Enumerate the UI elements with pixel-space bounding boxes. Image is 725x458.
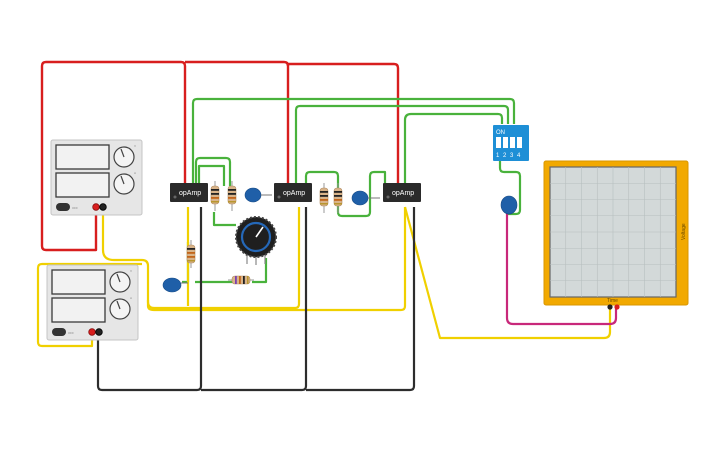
oscilloscope-probe-negative[interactable] xyxy=(607,304,613,310)
oscilloscope-probe-positive[interactable] xyxy=(614,304,620,310)
resistor-4[interactable] xyxy=(333,183,343,213)
resistor-3[interactable] xyxy=(319,183,329,213)
opamp-2[interactable]: opAmp xyxy=(274,183,312,202)
wire-green-10[interactable] xyxy=(252,258,268,284)
wire-black-2[interactable] xyxy=(201,207,308,392)
psu-1-negative-terminal[interactable] xyxy=(99,203,107,211)
wire-green-11[interactable] xyxy=(498,160,522,216)
wire-yellow-4[interactable] xyxy=(403,206,612,340)
capacitor-4[interactable] xyxy=(500,195,518,215)
wire-green-7[interactable] xyxy=(212,212,236,227)
dip-switch-number-4: 4 xyxy=(517,153,521,159)
wire-black-1[interactable] xyxy=(96,207,203,392)
opamp-1-label: opAmp xyxy=(179,190,201,197)
dip-switch[interactable]: ON 1 2 3 4 xyxy=(493,125,529,161)
opamp-3[interactable]: opAmp xyxy=(383,183,421,202)
oscilloscope-grid xyxy=(550,167,676,297)
dip-switch-number-3: 3 xyxy=(510,153,514,159)
wire-red-1[interactable] xyxy=(40,60,187,252)
wire-yellow-3[interactable] xyxy=(36,262,142,348)
psu-1-positive-terminal[interactable] xyxy=(92,203,100,211)
svg-text:V: V xyxy=(134,144,136,148)
svg-text:A: A xyxy=(130,296,132,300)
dip-switch-toggle-4[interactable] xyxy=(517,137,522,148)
psu-2-voltage-display xyxy=(51,269,106,295)
psu-2-negative-terminal[interactable] xyxy=(95,328,103,336)
psu-1-off-label: OFF xyxy=(72,206,78,210)
resistor-2[interactable] xyxy=(227,181,237,211)
wire-magenta[interactable] xyxy=(505,210,618,326)
wire-green-5[interactable] xyxy=(197,164,226,186)
oscilloscope-time-label: Time xyxy=(607,298,618,304)
dip-switch-toggle-1[interactable] xyxy=(496,137,501,148)
resistor-1[interactable] xyxy=(210,181,220,211)
resistor-6[interactable] xyxy=(228,275,254,285)
psu-2-off-label: OFF xyxy=(68,331,74,335)
svg-text:V: V xyxy=(130,269,132,273)
psu-2-positive-terminal[interactable] xyxy=(88,328,96,336)
dip-switch-on-label: ON xyxy=(496,130,505,136)
potentiometer-indicator xyxy=(255,226,264,238)
power-supply-1[interactable]: V A OFF xyxy=(50,139,143,216)
oscilloscope[interactable]: Time Voltage xyxy=(543,160,689,310)
psu-1-power-switch[interactable] xyxy=(56,203,70,211)
wire-yellow-2[interactable] xyxy=(146,207,407,312)
resistor-5[interactable] xyxy=(186,240,196,268)
oscilloscope-voltage-label: Voltage xyxy=(681,223,687,240)
dip-switch-number-2: 2 xyxy=(503,153,507,159)
wire-green-3[interactable] xyxy=(403,112,504,186)
wire-red-2[interactable] xyxy=(185,60,290,186)
opamp-2-label: opAmp xyxy=(283,190,305,197)
dip-switch-number-1: 1 xyxy=(496,153,500,159)
psu-1-voltage-display xyxy=(55,144,110,170)
psu-2-power-switch[interactable] xyxy=(52,328,66,336)
power-supply-2[interactable]: V A OFF xyxy=(46,264,139,341)
wire-green-6[interactable] xyxy=(304,170,387,218)
capacitor-2[interactable] xyxy=(351,190,380,206)
dip-switch-toggle-3[interactable] xyxy=(510,137,515,148)
wire-yellow-1[interactable] xyxy=(101,207,301,310)
capacitor-1[interactable] xyxy=(244,187,272,203)
wires-layer xyxy=(36,60,618,392)
wire-green-4[interactable] xyxy=(194,156,232,186)
wire-green-2[interactable] xyxy=(294,104,510,186)
opamp-3-label: opAmp xyxy=(392,190,414,197)
wire-red-3[interactable] xyxy=(286,62,400,186)
wire-black-3[interactable] xyxy=(306,207,416,392)
dip-switch-toggle-2[interactable] xyxy=(503,137,508,148)
wire-green-1[interactable] xyxy=(191,97,516,186)
psu-1-current-display xyxy=(55,172,110,198)
svg-text:A: A xyxy=(134,171,136,175)
capacitor-3[interactable] xyxy=(162,277,188,293)
psu-2-current-display xyxy=(51,297,106,323)
opamp-1[interactable]: opAmp xyxy=(170,183,208,202)
potentiometer[interactable] xyxy=(235,216,277,265)
